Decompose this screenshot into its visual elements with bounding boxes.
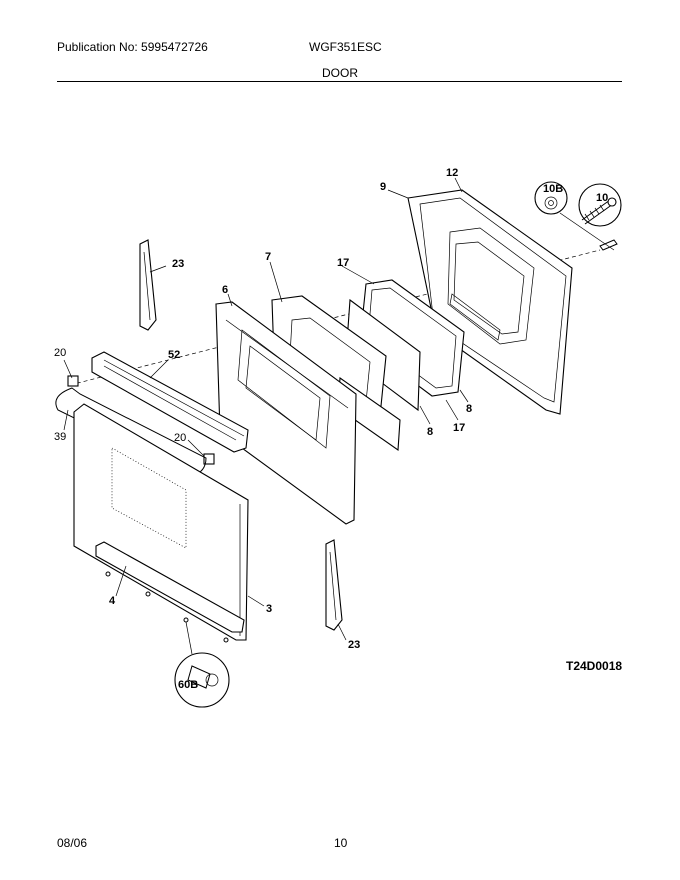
publication-number: Publication No: 5995472726 bbox=[57, 40, 208, 54]
part-hinge-23-top bbox=[139, 239, 157, 331]
callout-10: 10 bbox=[596, 192, 608, 204]
part-bracket-20a bbox=[67, 375, 79, 387]
part-bracket-20b bbox=[203, 453, 215, 465]
part-outer-door-3 bbox=[73, 403, 249, 641]
part-hinge-23-bottom bbox=[325, 539, 343, 631]
callout-20-left: 20 bbox=[54, 347, 66, 359]
part-top-trim-52 bbox=[91, 351, 249, 453]
callout-17-top: 17 bbox=[337, 257, 349, 269]
bottom-screws bbox=[105, 571, 229, 643]
callout-8-right: 8 bbox=[466, 403, 472, 415]
part-inner-panel-6 bbox=[215, 301, 357, 525]
screw-10-small bbox=[599, 239, 618, 251]
callout-39: 39 bbox=[54, 431, 66, 443]
header-rule bbox=[57, 81, 622, 82]
callout-17-lower: 17 bbox=[453, 422, 465, 434]
page-number: 10 bbox=[334, 836, 348, 850]
diagram-code: T24D0018 bbox=[566, 659, 623, 673]
footer-date: 08/06 bbox=[57, 836, 88, 850]
callout-9: 9 bbox=[380, 181, 386, 193]
callout-3: 3 bbox=[266, 603, 272, 615]
callout-4: 4 bbox=[109, 595, 116, 607]
callout-52: 52 bbox=[168, 349, 180, 361]
callout-23-top: 23 bbox=[172, 258, 184, 270]
part-bottom-frame-4 bbox=[95, 541, 245, 633]
callout-7: 7 bbox=[265, 251, 271, 263]
callout-12: 12 bbox=[446, 167, 458, 179]
part-screw-10 bbox=[578, 183, 622, 227]
callout-10b: 10B bbox=[543, 183, 563, 195]
callout-6: 6 bbox=[222, 284, 228, 296]
callout-20-right: 20 bbox=[174, 432, 186, 444]
leader-lines bbox=[63, 177, 469, 641]
model-number: WGF351ESC bbox=[309, 40, 382, 54]
callout-23-bottom: 23 bbox=[348, 639, 360, 651]
part-washer-10b bbox=[534, 181, 568, 215]
callout-60b: 60B bbox=[178, 679, 198, 691]
part-screw-60b bbox=[174, 652, 230, 708]
callout-8-lower: 8 bbox=[427, 426, 433, 438]
leader-60b bbox=[185, 621, 193, 655]
section-title: DOOR bbox=[322, 66, 358, 80]
